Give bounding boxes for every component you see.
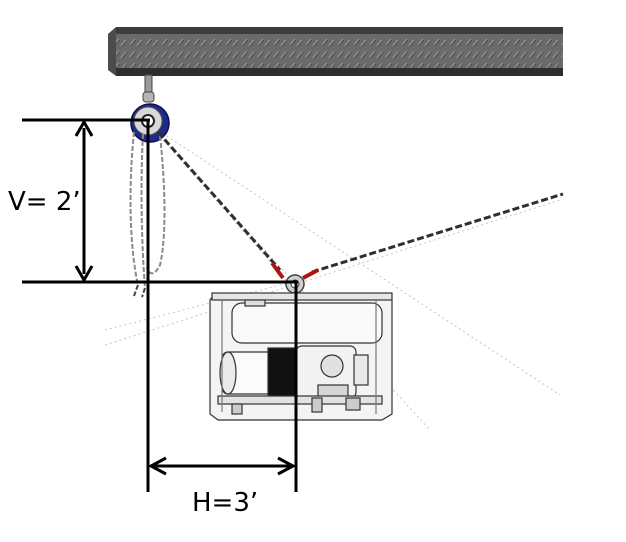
shackle xyxy=(270,261,319,280)
horizontal-dimension-label: H=3’ xyxy=(192,488,259,518)
chain-sling xyxy=(156,131,564,274)
hand-chain xyxy=(129,131,166,298)
dimension-lines xyxy=(22,118,298,492)
i-beam xyxy=(108,27,563,76)
vertical-dimension-label: V= 2’ xyxy=(8,187,81,217)
generator xyxy=(209,292,393,421)
hoist-hook xyxy=(142,74,155,103)
